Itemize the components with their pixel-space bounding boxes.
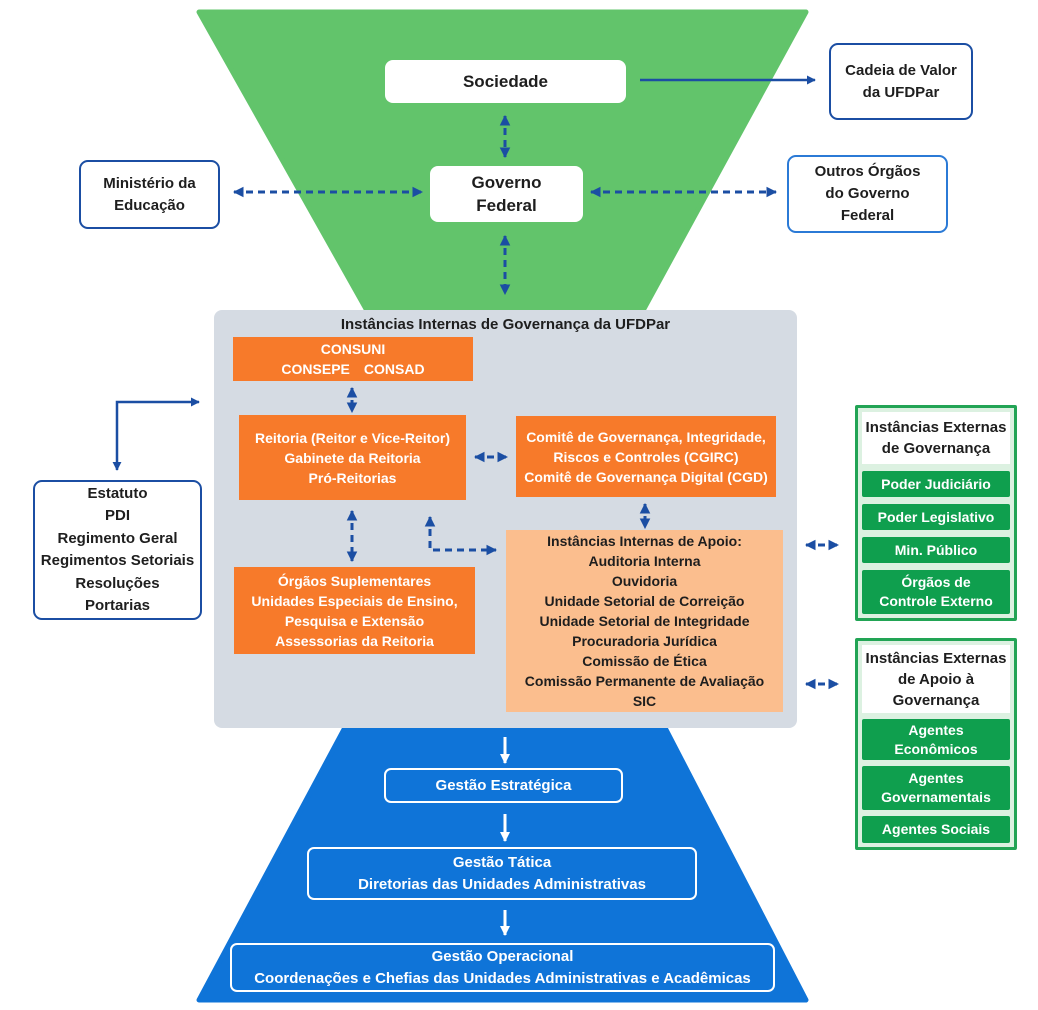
gestao-operacional-box: Gestão Operacional Coordenações e Chefia… xyxy=(230,943,775,992)
normativo-item: Resoluções xyxy=(75,574,160,592)
apoio-item: SIC xyxy=(632,693,657,709)
outros-orgaos-line-3: Federal xyxy=(840,207,895,224)
externa-item-label: Controle Externo xyxy=(879,593,993,609)
orgaos-controle-externo-item: Órgãos de Controle Externo xyxy=(862,570,1010,614)
externas-apoio-heading: Instâncias Externas de Apoio à Governanç… xyxy=(862,645,1010,713)
ministerio-educacao-box: Ministério da Educação xyxy=(79,160,220,229)
ministerio-line-1: Ministério da xyxy=(103,174,196,192)
orgaos-suplementares-box: Órgãos Suplementares Unidades Especiais … xyxy=(234,567,475,654)
ministerio-line-2: Educação xyxy=(114,196,185,214)
cadeia-valor-box: Cadeia de Valor da UFDPar xyxy=(829,43,973,120)
apoio-item: Unidade Setorial de Correição xyxy=(544,593,745,609)
externas-apoio-heading-line-3: Governança xyxy=(892,691,980,709)
normativo-item: Estatuto xyxy=(87,484,148,502)
apoio-heading: Instâncias Internas de Apoio: xyxy=(547,533,742,549)
externa-item-label: Agentes xyxy=(908,721,964,738)
apoio-item: Unidade Setorial de Integridade xyxy=(539,613,750,629)
externa-item-label: Agentes Sociais xyxy=(881,821,991,837)
apoio-item: Ouvidoria xyxy=(611,573,678,589)
externa-item-label: Min. Público xyxy=(894,541,978,558)
normativo-item: Regimentos Setoriais xyxy=(40,552,195,569)
arrow-reitoria-apoio xyxy=(424,515,498,556)
externa-item-label: Poder Judiciário xyxy=(881,475,991,492)
normativo-item: Regimento Geral xyxy=(57,529,178,547)
outros-orgaos-line-2: do Governo xyxy=(825,185,910,202)
externas-governanca-heading-line-1: Instâncias Externas xyxy=(865,419,1007,436)
comites-box: Comitê de Governança, Integridade, Risco… xyxy=(516,416,776,497)
orgaos-line-4: Assessorias da Reitoria xyxy=(275,632,434,649)
apoio-item: Procuradoria Jurídica xyxy=(572,633,717,649)
orgaos-line-1: Órgãos Suplementares xyxy=(277,572,432,589)
normativos-box: Estatuto PDI Regimento Geral Regimentos … xyxy=(33,480,202,620)
conselhos-box: CONSUNI CONSEPE CONSAD xyxy=(233,337,473,381)
comites-line-1: Comitê de Governança, Integridade, xyxy=(526,428,766,445)
instancias-externas-governanca: Instâncias Externas de Governança Poder … xyxy=(855,405,1017,621)
externa-item-label: Econômicos xyxy=(894,740,978,757)
apoio-item: Comissão de Ética xyxy=(582,653,707,669)
consuni-label: CONSUNI xyxy=(320,341,386,357)
poder-legislativo-item: Poder Legislativo xyxy=(862,504,1010,530)
green-funnel xyxy=(196,9,809,319)
orgaos-line-2: Unidades Especiais de Ensino, xyxy=(251,592,458,609)
consepe-label: CONSEPE xyxy=(281,361,350,377)
reitoria-line-3: Pró-Reitorias xyxy=(308,469,397,486)
min-publico-item: Min. Público xyxy=(862,537,1010,563)
internal-panel-title: Instâncias Internas de Governança da UFD… xyxy=(340,316,671,333)
comites-line-2: Riscos e Controles (CGIRC) xyxy=(553,448,739,465)
sociedade-box: Sociedade xyxy=(385,60,626,103)
gestao-estrategica-label: Gestão Estratégica xyxy=(435,776,572,794)
externa-item-label: Órgãos de xyxy=(901,574,971,590)
gestao-tatica-subtitle: Diretorias das Unidades Administrativas xyxy=(358,875,646,893)
cadeia-valor-line-2: da UFDPar xyxy=(862,83,940,101)
governo-federal-box: Governo Federal xyxy=(430,166,583,222)
normativo-item: PDI xyxy=(104,507,130,524)
governo-federal-line-2: Federal xyxy=(476,196,537,215)
gestao-operacional-subtitle: Coordenações e Chefias das Unidades Admi… xyxy=(254,969,751,987)
agentes-governamentais-item: Agentes Governamentais xyxy=(862,766,1010,810)
reitoria-box: Reitoria (Reitor e Vice-Reitor) Gabinete… xyxy=(239,415,466,500)
gestao-tatica-box: Gestão Tática Diretorias das Unidades Ad… xyxy=(307,847,697,900)
agentes-sociais-item: Agentes Sociais xyxy=(862,816,1010,843)
orgaos-line-3: Pesquisa e Extensão xyxy=(284,612,425,629)
conselhos-row: CONSEPE CONSAD xyxy=(281,359,424,379)
reitoria-line-2: Gabinete da Reitoria xyxy=(284,449,421,466)
cadeia-valor-line-1: Cadeia de Valor xyxy=(845,61,957,79)
externas-apoio-heading-line-1: Instâncias Externas xyxy=(865,649,1007,667)
externas-apoio-heading-line-2: de Apoio à xyxy=(897,670,975,688)
normativo-item: Portarias xyxy=(84,597,151,614)
gestao-estrategica-box: Gestão Estratégica xyxy=(384,768,623,803)
externa-item-label: Governamentais xyxy=(881,789,991,805)
consad-label: CONSAD xyxy=(363,361,425,377)
sociedade-label: Sociedade xyxy=(462,72,549,91)
externa-item-label: Poder Legislativo xyxy=(877,508,995,525)
instancias-externas-apoio: Instâncias Externas de Apoio à Governanç… xyxy=(855,638,1017,850)
outros-orgaos-box: Outros Órgãos do Governo Federal xyxy=(787,155,948,233)
comites-line-3: Comitê de Governança Digital (CGD) xyxy=(524,468,768,485)
externas-governanca-heading: Instâncias Externas de Governança xyxy=(862,412,1010,464)
poder-judiciario-item: Poder Judiciário xyxy=(862,471,1010,497)
instancias-internas-apoio-box: Instâncias Internas de Apoio: Auditoria … xyxy=(506,530,783,712)
apoio-item: Auditoria Interna xyxy=(588,553,701,569)
governo-federal-line-1: Governo xyxy=(471,173,542,192)
reitoria-line-1: Reitoria (Reitor e Vice-Reitor) xyxy=(254,429,450,446)
gestao-operacional-title: Gestão Operacional xyxy=(431,947,574,965)
apoio-item: Comissão Permanente de Avaliação xyxy=(524,673,765,689)
arrow-normativos-internas xyxy=(112,397,200,471)
gestao-tatica-title: Gestão Tática xyxy=(452,853,552,871)
outros-orgaos-line-1: Outros Órgãos xyxy=(814,163,921,180)
externa-item-label: Agentes xyxy=(908,770,964,786)
agentes-economicos-item: Agentes Econômicos xyxy=(862,719,1010,760)
externas-governanca-heading-line-2: de Governança xyxy=(881,440,991,457)
